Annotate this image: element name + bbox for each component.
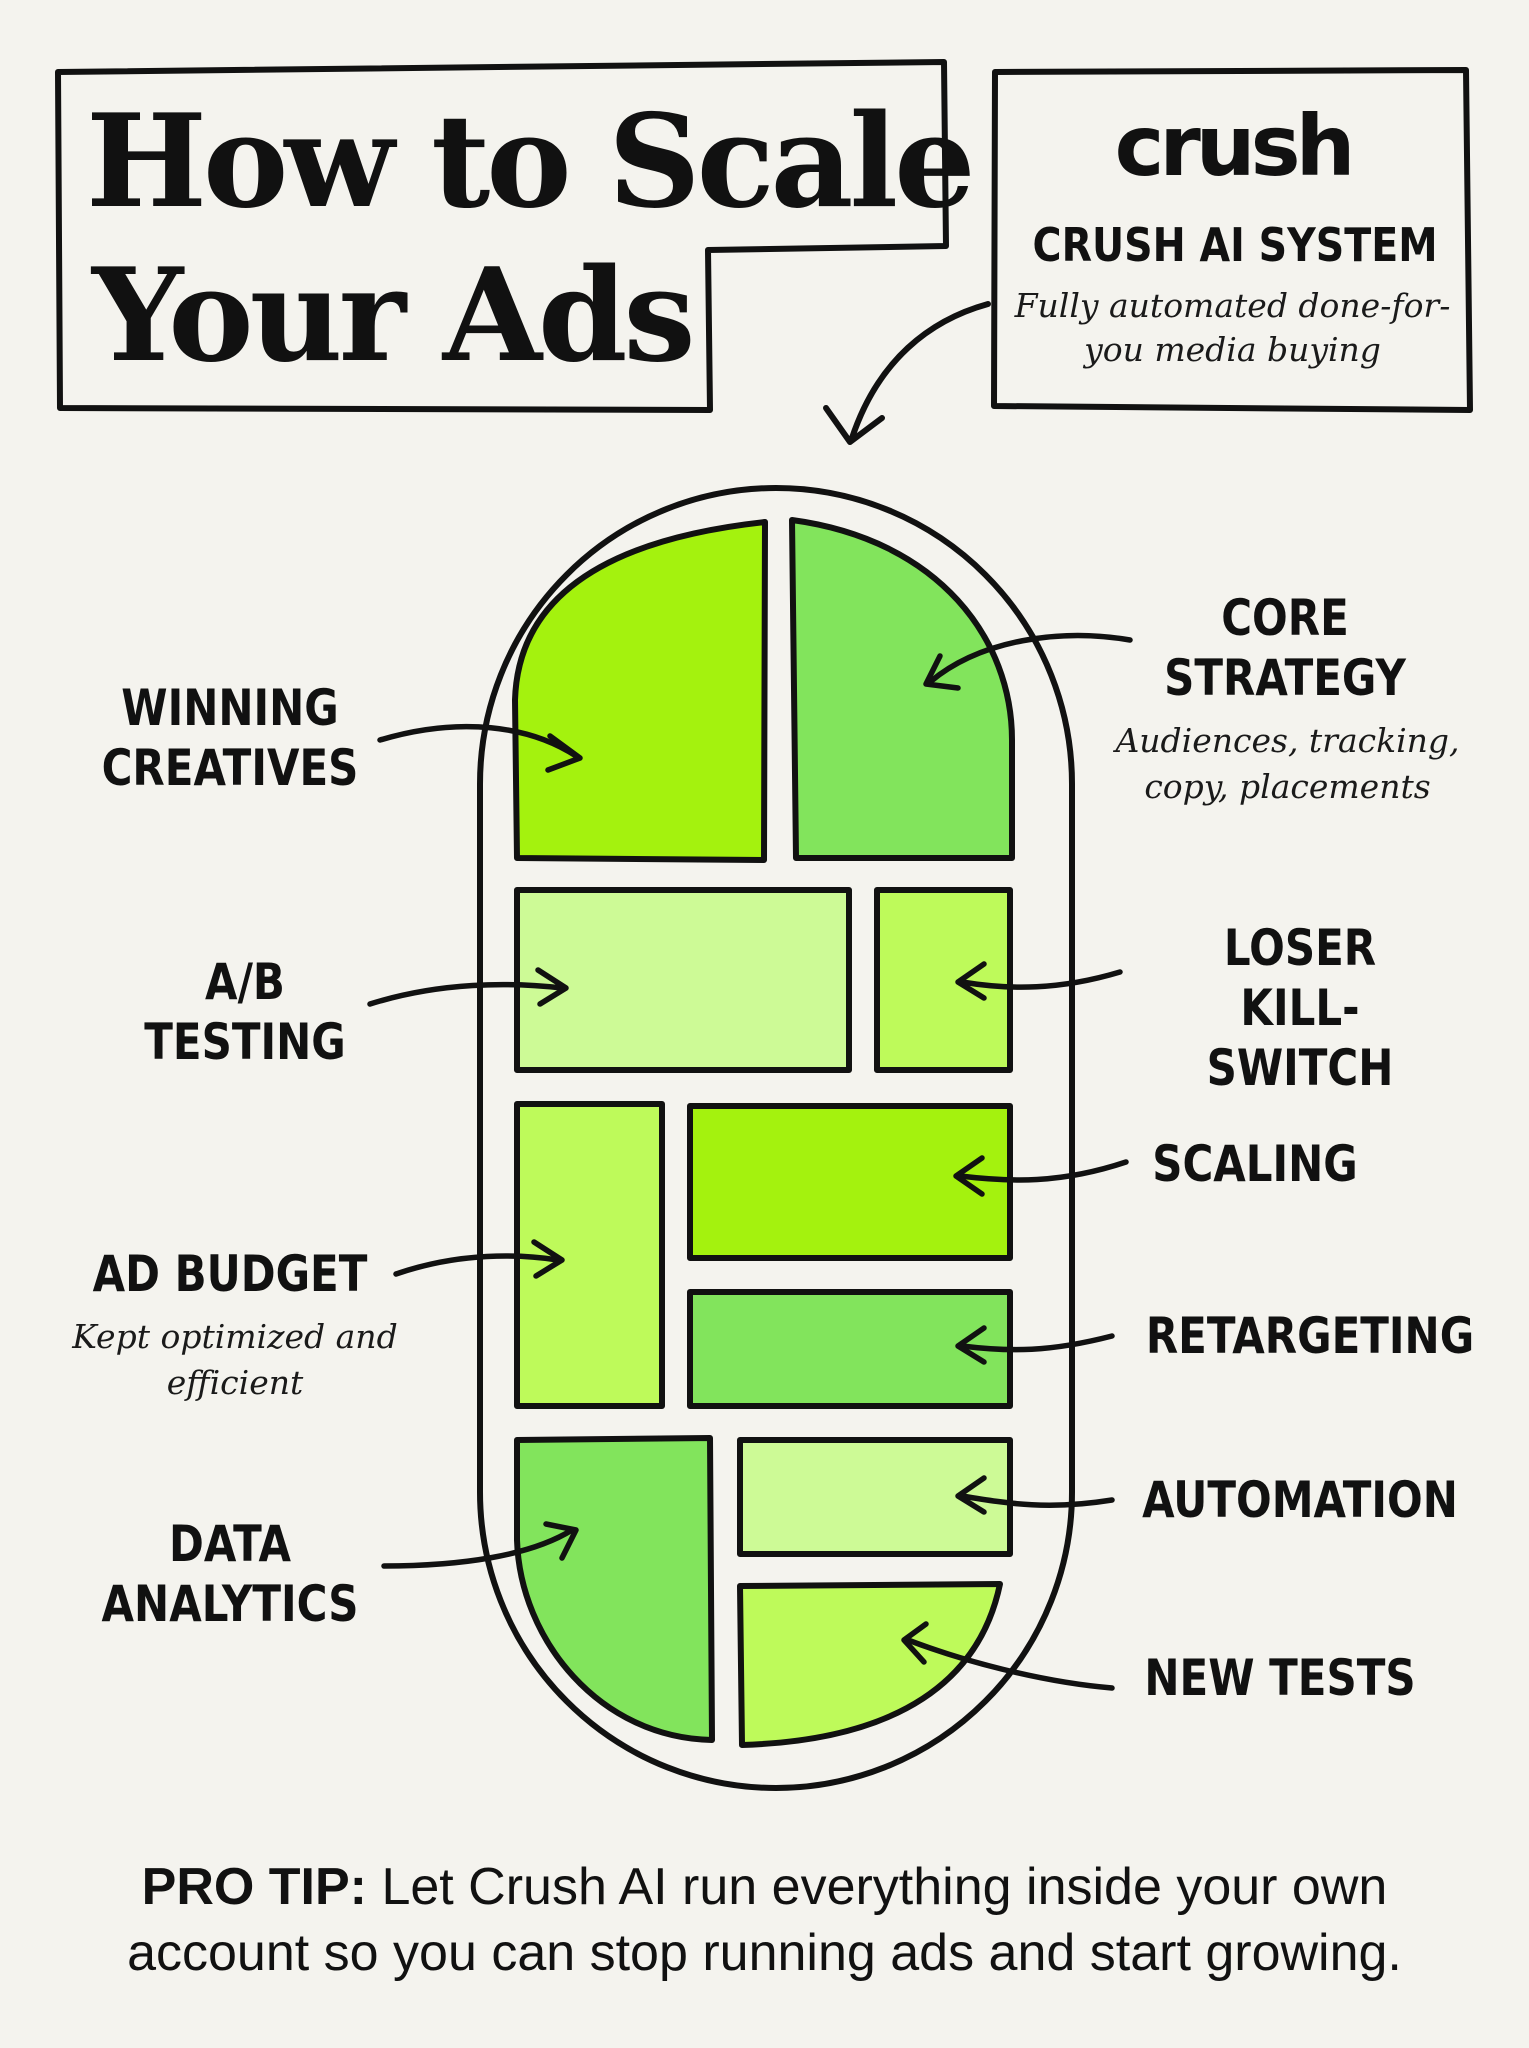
title-box — [55, 59, 949, 413]
title-line-1: How to Scale — [86, 87, 975, 237]
block-retargeting — [687, 1289, 1013, 1409]
label-ad-budget: AD BUDGET — [92, 1245, 368, 1303]
block-data-analytics — [514, 1435, 715, 1743]
brand-system-name: CRUSH AI SYSTEM — [1032, 218, 1438, 272]
brand-arrow — [849, 301, 991, 441]
note-ad-budget-line-1: Kept optimized and — [72, 1317, 398, 1356]
block-scaling — [687, 1103, 1013, 1261]
label-data-analytics: DATA ANALYTICS — [101, 1515, 359, 1633]
capsule-outline — [477, 485, 1075, 1791]
label-ab-testing: A/B TESTING — [144, 953, 346, 1071]
pro-tip-prefix: PRO TIP: — [141, 1858, 367, 1916]
title-line-2: Your Ads — [92, 241, 696, 391]
note-core-strategy-line-1: Audiences, tracking, — [1115, 721, 1460, 760]
label-loser-kill-switch: LOSER KILL-SWITCH — [1206, 919, 1394, 1097]
block-ab-testing — [514, 887, 852, 1073]
label-automation: AUTOMATION — [1142, 1471, 1458, 1529]
pro-tip: PRO TIP: Let Crush AI run everything ins… — [20, 1854, 1509, 1986]
brand-tagline-line-2: you media buying — [1084, 330, 1381, 369]
block-core-strategy — [789, 517, 1015, 861]
pro-tip-line-1: PRO TIP: Let Crush AI run everything ins… — [20, 1854, 1509, 1920]
label-scaling: SCALING — [1152, 1135, 1358, 1193]
label-winning-creatives: WINNING CREATIVES — [101, 679, 359, 797]
note-ad-budget-line-2: efficient — [166, 1363, 304, 1402]
pro-tip-line-2: account so you can stop running ads and … — [127, 1924, 1402, 1982]
block-winning-creatives — [512, 519, 768, 863]
block-loser-kill-switch — [874, 887, 1013, 1073]
pro-tip-line-1-text: Let Crush AI run everything inside your … — [367, 1858, 1388, 1916]
brand-box — [991, 67, 1473, 413]
label-new-tests: NEW TESTS — [1144, 1649, 1416, 1707]
label-retargeting: RETARGETING — [1145, 1307, 1475, 1365]
block-ad-budget — [514, 1101, 665, 1409]
note-core-strategy-line-2: copy, placements — [1144, 767, 1431, 806]
label-core-strategy: CORE STRATEGY — [1164, 589, 1406, 707]
block-new-tests — [737, 1581, 1003, 1748]
brand-tagline-line-1: Fully automated done-for- — [1014, 286, 1451, 325]
brand-logo: crush — [1114, 97, 1356, 195]
